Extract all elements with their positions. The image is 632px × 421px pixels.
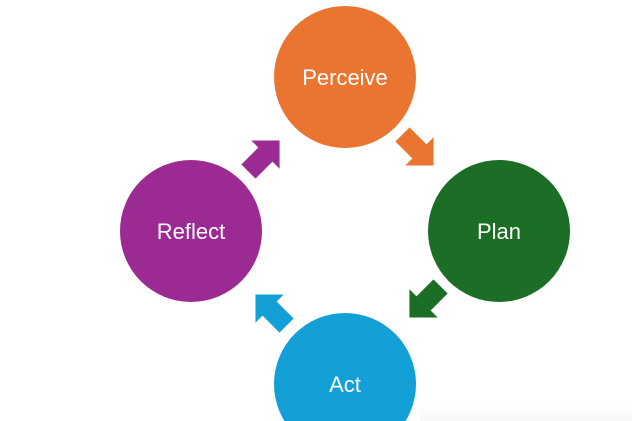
node-act: Act	[274, 313, 416, 421]
node-perceive: Perceive	[274, 6, 416, 148]
node-label-perceive: Perceive	[302, 65, 388, 90]
node-label-reflect: Reflect	[157, 219, 225, 244]
node-circle-perceive	[274, 6, 416, 148]
node-label-plan: Plan	[477, 219, 521, 244]
node-circle-plan	[428, 160, 570, 302]
bottom-shadow	[420, 405, 632, 421]
arrow-act-to-reflect-icon	[255, 294, 294, 333]
node-plan: Plan	[428, 160, 570, 302]
node-label-act: Act	[329, 372, 361, 397]
arrow-plan-to-act-icon	[409, 279, 448, 318]
node-circle-act	[274, 313, 416, 421]
node-circle-reflect	[120, 160, 262, 302]
arrow-reflect-to-perceive-icon	[241, 140, 280, 179]
node-reflect: Reflect	[120, 160, 262, 302]
arrow-perceive-to-plan-icon	[395, 127, 434, 166]
